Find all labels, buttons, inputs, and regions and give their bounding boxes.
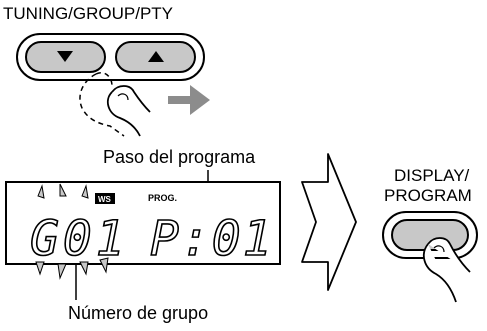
tuning-down-button[interactable] [25, 41, 106, 73]
next-step-arrow-icon [301, 153, 357, 291]
lcd-display: PROG. WS G01 P:01 [5, 181, 281, 268]
tuning-up-button[interactable] [115, 41, 196, 73]
blink-indicator-icon [35, 183, 109, 280]
up-arrow-icon [148, 51, 164, 62]
program-readout: P:01 [150, 211, 274, 267]
prog-indicator: PROG. [148, 193, 177, 203]
group-number-callout: Número de grupo [68, 303, 209, 323]
ws-badge-box [95, 193, 115, 204]
tuning-group-pty-label: TUNING/GROUP/PTY [3, 4, 174, 23]
finger-icon [79, 72, 151, 137]
ws-badge: WS [98, 195, 112, 204]
slide-right-arrow-icon [168, 85, 210, 115]
display-program-label-line2: PROGRAM [384, 186, 472, 205]
program-step-callout: Paso del programa [103, 147, 256, 167]
finger-press-icon [422, 237, 471, 303]
display-program-label-line1: DISPLAY/ [394, 166, 470, 185]
group-readout: G01 [30, 211, 129, 267]
down-arrow-icon [57, 51, 73, 62]
